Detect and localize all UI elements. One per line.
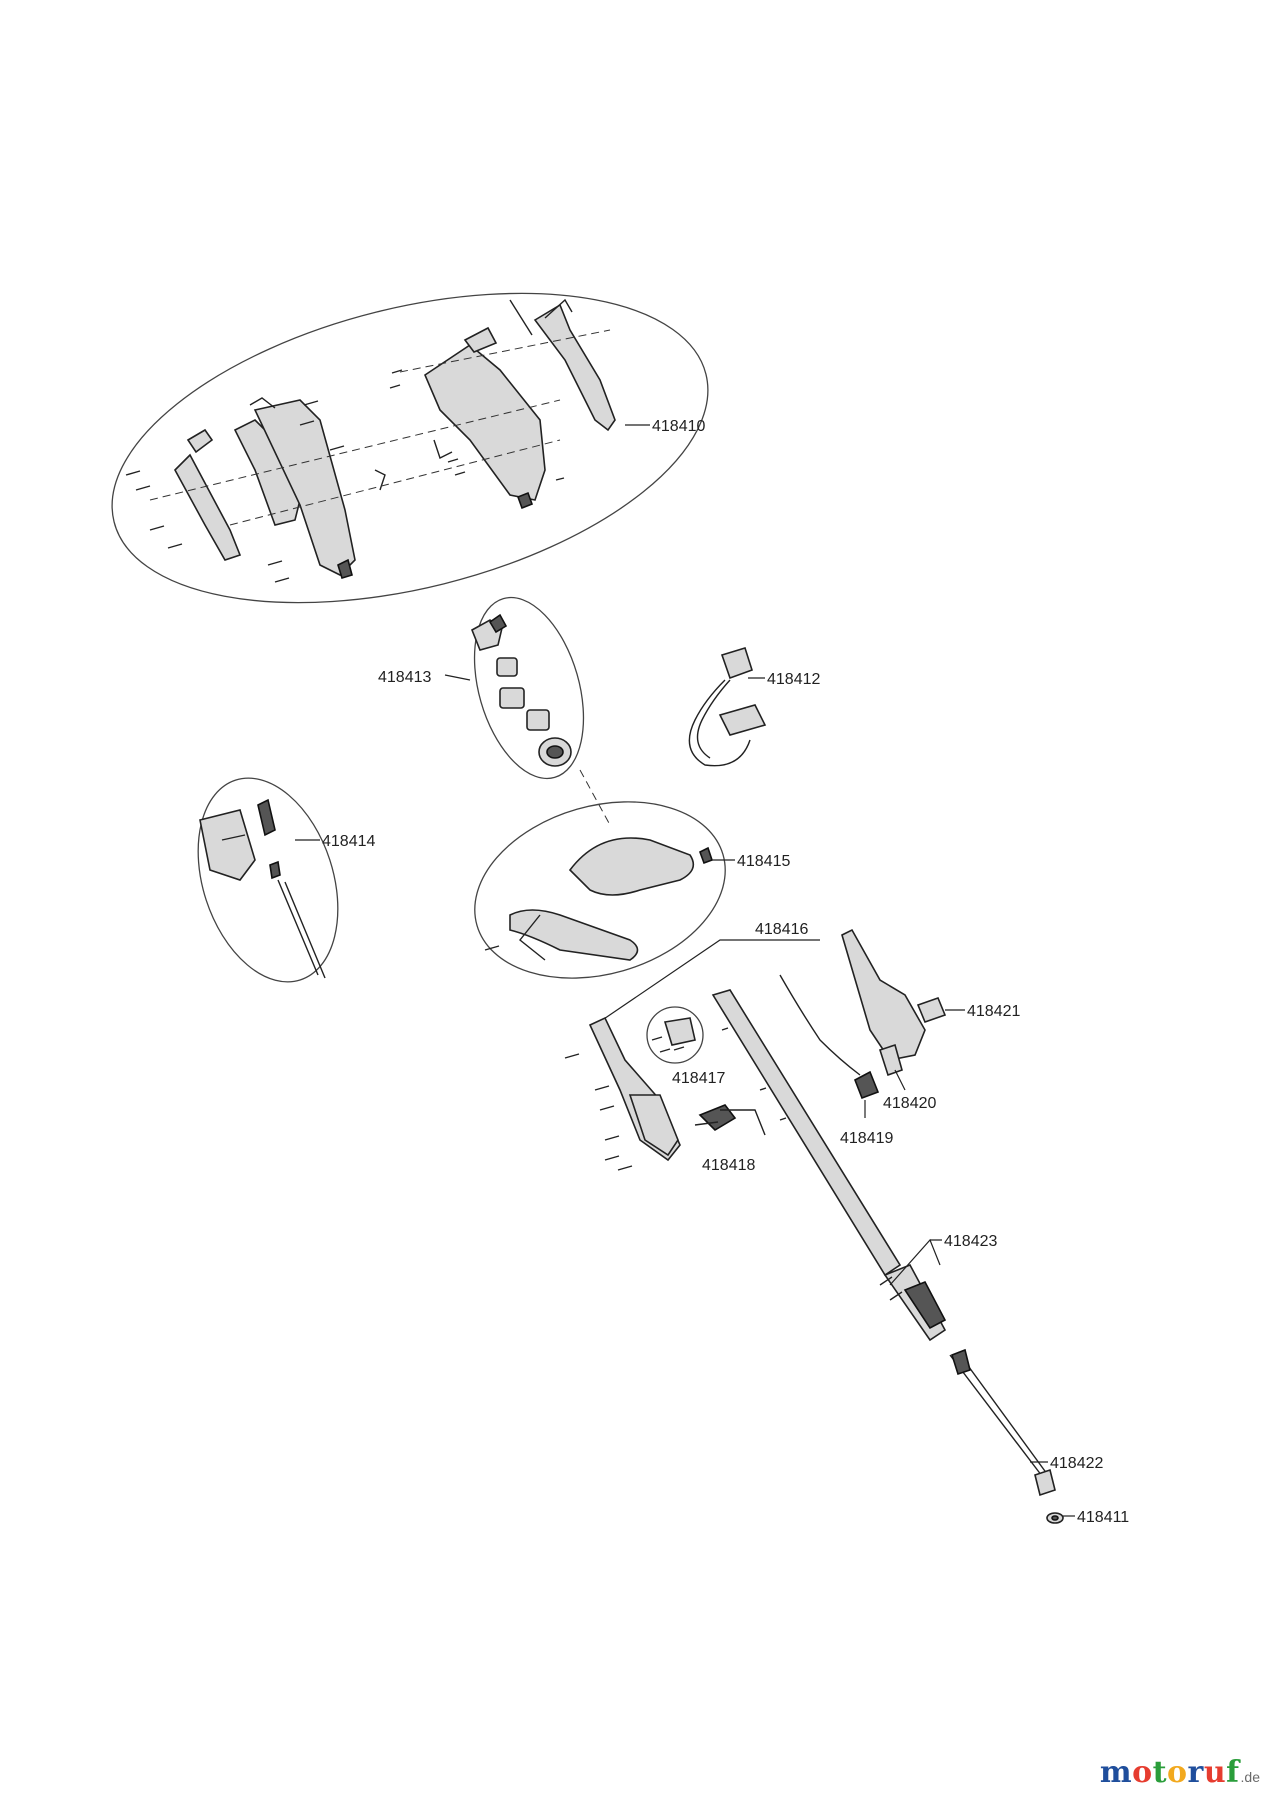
group-ellipse-418414 [197, 777, 339, 983]
part-418422: 418422 [949, 1348, 1103, 1497]
battery-housing-parts [199, 798, 326, 979]
housing-screws [125, 369, 565, 583]
label-418412: 418412 [767, 671, 820, 688]
part-418411: 418411 [1046, 1509, 1129, 1526]
group-ellipse-418410 [111, 292, 709, 604]
switch-block [916, 996, 947, 1024]
part-418416: 418416 [594, 921, 820, 1026]
leader-418423 [889, 1238, 942, 1286]
label-418422: 418422 [1050, 1455, 1103, 1472]
label-418419: 418419 [840, 1130, 893, 1147]
part-418419: 418419 [840, 1100, 893, 1147]
connector-plug [720, 647, 753, 680]
loop-handle-parts [484, 837, 714, 961]
label-418421: 418421 [967, 1003, 1020, 1020]
right-housing-part [424, 298, 616, 510]
label-418411: 418411 [1077, 1509, 1129, 1526]
group-ellipse-418413 [473, 596, 585, 780]
left-handle-shell [564, 1016, 681, 1171]
main-shaft [711, 989, 902, 1277]
part-418412: 418412 [688, 647, 820, 767]
connector-wire [688, 679, 751, 767]
group-circle-418417 [646, 1006, 704, 1064]
label-418415: 418415 [737, 853, 790, 870]
right-side-housing [779, 928, 926, 1100]
part-418418: 418418 [694, 1104, 766, 1174]
part-418423: 418423 [879, 1233, 997, 1342]
alignment-line-d [579, 769, 611, 826]
label-418416: 418416 [755, 921, 808, 938]
alignment-line-b [229, 439, 561, 526]
group-418414: 418414 [197, 777, 375, 983]
leader-418413 [444, 674, 471, 681]
label-418417: 418417 [672, 1070, 725, 1087]
motoruf-watermark-logo: motoruf.de [1099, 1755, 1260, 1790]
alignment-line-a [149, 399, 561, 501]
group-418415: 418415 [474, 801, 790, 979]
group-418413: 418413 [378, 596, 611, 826]
collar-parts [470, 613, 572, 767]
part-418417: 418417 [646, 1006, 725, 1087]
left-frame-part [174, 397, 386, 579]
label-418420: 418420 [883, 1095, 936, 1112]
leader-418416 [594, 939, 820, 1026]
leader-418420 [894, 1069, 906, 1091]
label-418413: 418413 [378, 669, 431, 686]
alignment-line-c [399, 329, 611, 373]
label-418418: 418418 [702, 1157, 755, 1174]
terminal-block [718, 704, 767, 736]
group-418410: 418410 [111, 292, 709, 604]
label-418423: 418423 [944, 1233, 997, 1250]
part-418421: 418421 [916, 996, 1020, 1024]
label-418410: 418410 [652, 418, 705, 435]
label-418414: 418414 [322, 833, 375, 850]
part-418420: 418420 [883, 1069, 936, 1112]
group-ellipse-418415 [474, 801, 726, 979]
